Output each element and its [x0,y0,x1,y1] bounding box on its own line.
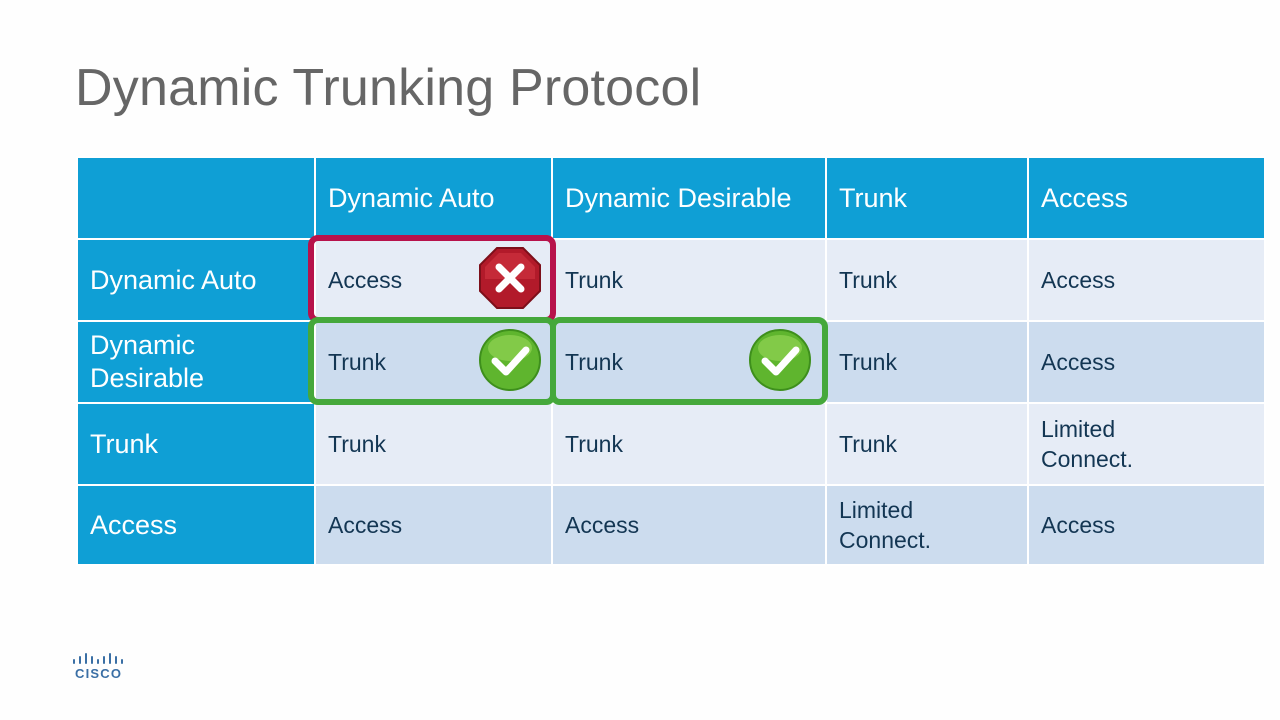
success-highlight-box [550,317,828,405]
row-header-access: Access [76,484,316,566]
corner-cell [76,156,316,240]
column-header-access: Access [1027,156,1266,240]
table-cell: Access [314,484,553,566]
table-cell: Access [551,484,827,566]
table-cell: Limited Connect. [1027,402,1266,486]
table-cell: Access [1027,320,1266,404]
table-cell: Trunk [825,320,1029,404]
slide-title: Dynamic Trunking Protocol [75,59,702,117]
table-row: Dynamic Auto Access Trunk Trunk Access [76,238,1266,322]
column-header-trunk: Trunk [825,156,1029,240]
table-cell: Access [1027,484,1266,566]
checkmark-icon [749,329,811,391]
table-header-row: Dynamic Auto Dynamic Desirable Trunk Acc… [76,156,1266,240]
x-stop-icon [479,247,541,309]
column-header-dynamic-auto: Dynamic Auto [314,156,553,240]
table-cell: Trunk [551,238,827,322]
table-cell: Trunk [825,402,1029,486]
cisco-logo-icon [73,653,123,664]
column-header-dynamic-desirable: Dynamic Desirable [551,156,827,240]
table-cell: Trunk [314,402,553,486]
table-cell: Trunk [825,238,1029,322]
row-header-dynamic-desirable: Dynamic Desirable [76,320,316,404]
table-row: Trunk Trunk Trunk Trunk Limited Connect. [76,402,1266,486]
row-header-trunk: Trunk [76,402,316,486]
table-row: Access Access Access Limited Connect. Ac… [76,484,1266,566]
row-header-dynamic-auto: Dynamic Auto [76,238,316,322]
table-cell: Access [1027,238,1266,322]
checkmark-icon [479,329,541,391]
table-cell: Limited Connect. [825,484,1029,566]
table-cell: Trunk [551,402,827,486]
cisco-logo-text: CISCO [75,666,123,681]
